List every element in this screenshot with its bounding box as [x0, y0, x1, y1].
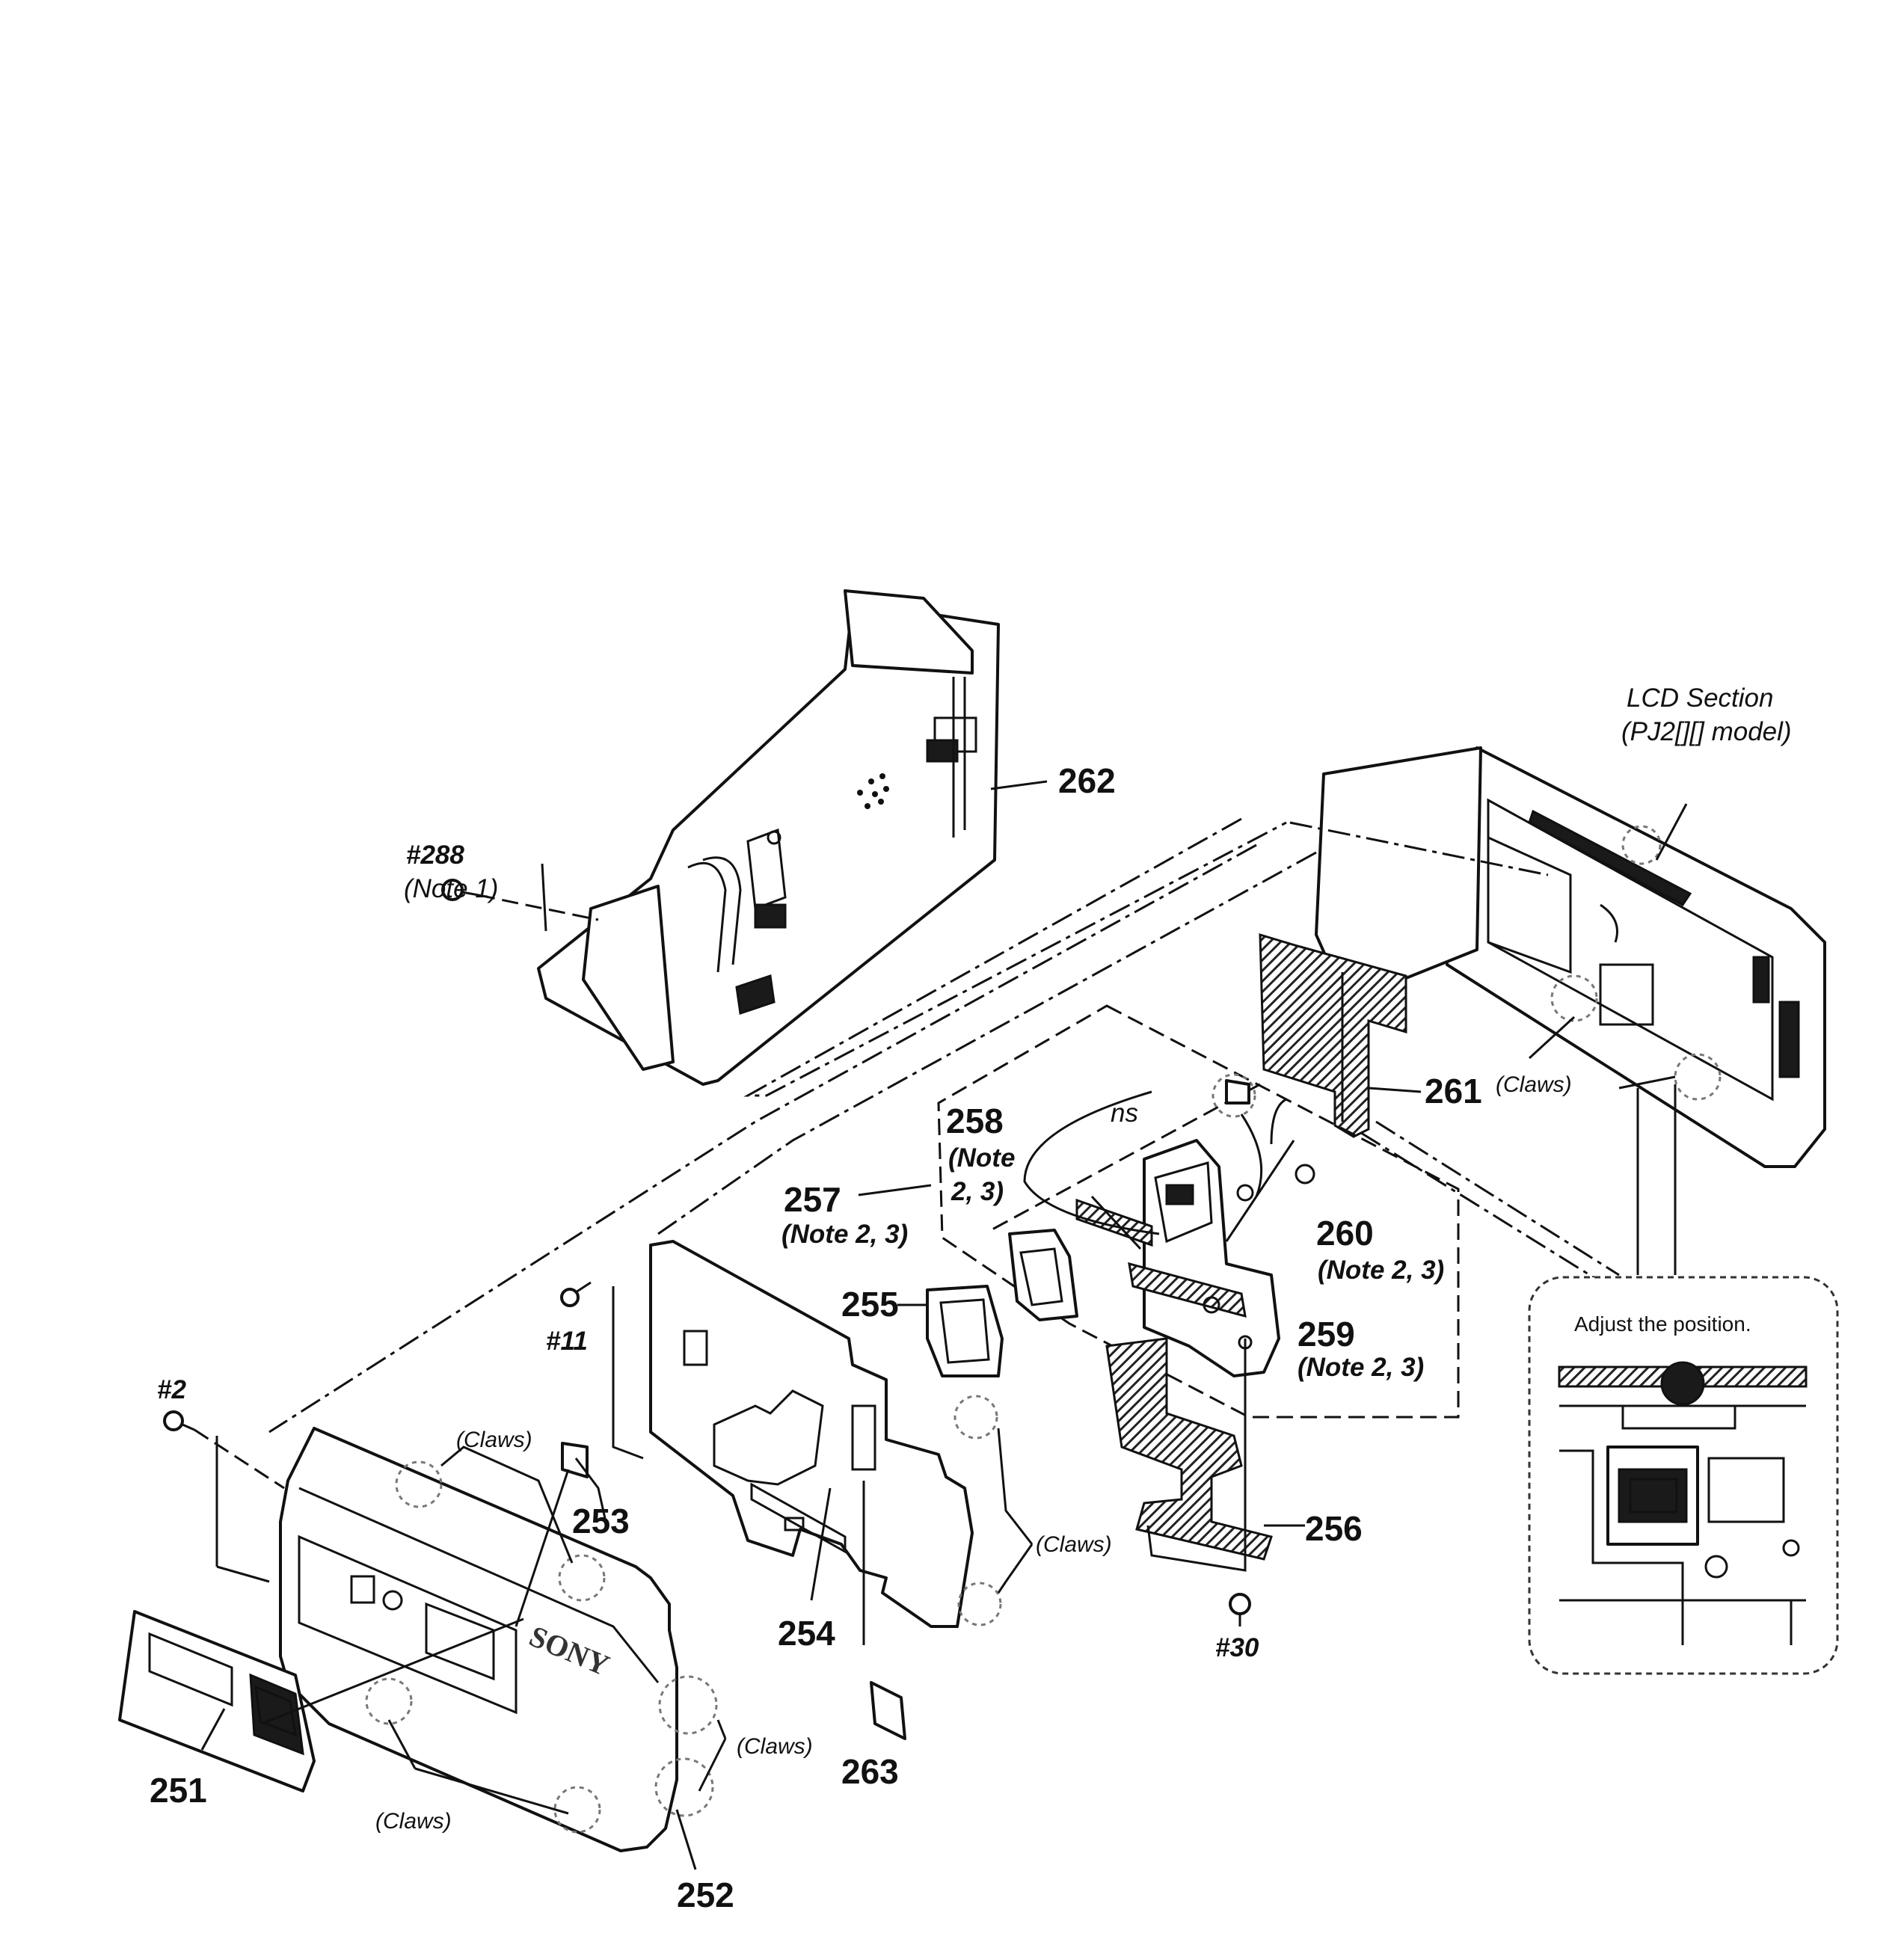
ns-marker-line	[1023, 1090, 1160, 1235]
callout-254: 254	[778, 1614, 835, 1653]
note-258-line1: (Note	[948, 1143, 1015, 1173]
ns-marker-curve	[1270, 1098, 1287, 1145]
part-251-badge	[118, 1610, 316, 1792]
screw-11-label: #11	[546, 1327, 588, 1356]
callout-252: 252	[677, 1875, 734, 1914]
claws-label-top: (Claws)	[456, 1428, 532, 1452]
part-256-flex	[1105, 1337, 1273, 1572]
claws-label-right-cover: (Claws)	[737, 1734, 813, 1759]
part-263	[870, 1681, 906, 1740]
callout-261: 261	[1425, 1072, 1482, 1110]
inset-adjust-position: Adjust the position.	[1528, 1276, 1839, 1675]
screw-30	[1229, 1593, 1251, 1626]
note-1-label: (Note 1)	[404, 874, 498, 903]
part-260-bracket	[1212, 1073, 1315, 1202]
speaker-grille	[857, 773, 889, 809]
part-252-front-cover: SONY	[279, 1427, 718, 1852]
callout-263: 263	[841, 1752, 899, 1791]
screw-288	[441, 879, 479, 901]
callout-258: 258	[946, 1102, 1004, 1140]
lcd-section-model: (PJ2[][] model)	[1621, 717, 1792, 746]
screw-30-label: #30	[1215, 1633, 1259, 1662]
callout-259: 259	[1298, 1315, 1355, 1354]
claws-label-frame: (Claws)	[1036, 1532, 1112, 1557]
part-254-panel	[649, 1240, 1002, 1628]
note-259-label: (Note 2, 3)	[1298, 1353, 1424, 1382]
part-259-viewfinder	[1075, 1139, 1280, 1377]
callout-255: 255	[841, 1285, 899, 1324]
leader-lines	[194, 780, 1677, 1870]
screw-288-label: #288	[406, 841, 464, 870]
note-257-label: (Note 2, 3)	[781, 1220, 908, 1249]
callout-251: 251	[150, 1771, 207, 1810]
callout-257: 257	[784, 1180, 841, 1219]
callout-256: 256	[1305, 1509, 1363, 1548]
ns-label: ns	[1111, 1099, 1138, 1128]
note-258-line2: 2, 3)	[951, 1177, 1004, 1206]
screw-11	[560, 1281, 592, 1307]
callout-253: 253	[572, 1502, 630, 1540]
screw-2	[163, 1410, 195, 1431]
callout-260: 260	[1316, 1214, 1374, 1253]
lcd-section-title: LCD Section	[1627, 683, 1773, 713]
note-260-label: (Note 2, 3)	[1318, 1256, 1444, 1285]
inset-detail-drawing	[1558, 1361, 1808, 1645]
claws-label-bottom: (Claws)	[375, 1809, 452, 1834]
part-255-window	[926, 1285, 1004, 1377]
part-253	[561, 1442, 589, 1478]
claws-label-lcd: (Claws)	[1496, 1072, 1572, 1097]
assembly-lines	[268, 817, 1620, 1434]
part-261-flex	[1259, 933, 1407, 1138]
part-262-frame	[537, 589, 1000, 1086]
screw-2-label: #2	[157, 1375, 186, 1404]
part-258-bezel	[1008, 1229, 1078, 1321]
lcd-section	[1315, 746, 1826, 1168]
callout-262: 262	[1058, 761, 1116, 800]
inset-caption: Adjust the position.	[1574, 1312, 1751, 1336]
